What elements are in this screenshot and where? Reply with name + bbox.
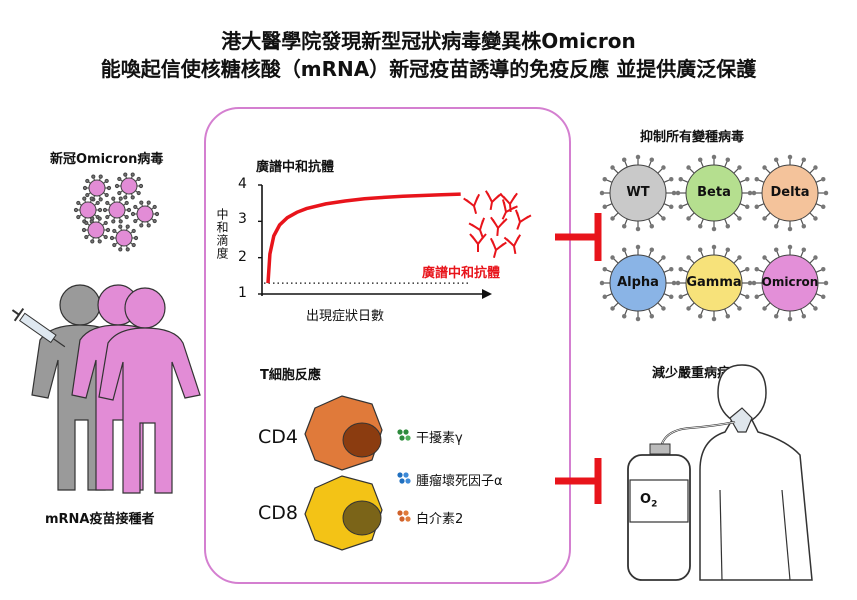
inhibit-symbol-bottom <box>555 458 602 504</box>
x-axis-label: 出現症狀日數 <box>306 309 385 324</box>
omicron-virus-3 <box>102 196 132 224</box>
variant-virus-delta <box>751 154 829 232</box>
y-tick-3: 3 <box>238 211 247 227</box>
tcell-heading: T細胞反應 <box>260 368 321 383</box>
omicron-virus-7 <box>109 224 139 252</box>
variant-label-omicron: Omicron <box>761 275 819 289</box>
omicron-virus-1 <box>82 174 112 202</box>
antibody-red-label: 廣譜中和抗體 <box>422 266 501 281</box>
variant-label-gamma: Gamma <box>686 275 742 290</box>
vaccinee-people-icon <box>11 284 201 494</box>
cytokine-dots-1 <box>397 429 411 441</box>
antibody-icon-5 <box>468 217 486 238</box>
virus-label: 新冠Omicron病毒 <box>50 152 164 167</box>
cytokine-label-1: 干擾素γ <box>416 431 463 446</box>
cd4-cell-icon <box>304 395 383 471</box>
antibody-icon-1 <box>463 193 481 214</box>
cd4-label: CD4 <box>258 426 298 448</box>
antibody-cluster-icon <box>463 190 532 258</box>
antibody-icon-4 <box>514 209 532 230</box>
variant-virus-beta <box>675 154 753 232</box>
center-panel <box>204 107 571 584</box>
variant-label-wt: WT <box>626 185 650 200</box>
variant-label-beta: Beta <box>697 185 731 200</box>
variant-virus-wt <box>599 154 677 232</box>
cytokine-label-3: 白介素2 <box>416 512 464 527</box>
inhibit-symbol-top <box>555 213 602 261</box>
variant-virus-alpha <box>599 244 677 322</box>
antibody-heading: 廣譜中和抗體 <box>256 160 335 175</box>
y-tick-2: 2 <box>238 249 247 265</box>
variant-virus-gamma <box>675 244 753 322</box>
omicron-virus-6 <box>81 216 111 244</box>
vaccinee-label: mRNA疫苗接種者 <box>45 512 155 527</box>
cd8-label: CD8 <box>258 502 298 524</box>
antibody-icon-9 <box>469 233 487 252</box>
cytokine-dots-3 <box>397 510 411 522</box>
oxygen-label: O2 <box>640 492 658 510</box>
antibody-icon-2 <box>484 190 503 211</box>
antibody-icon-6 <box>490 216 508 237</box>
y-tick-1: 1 <box>238 285 247 301</box>
omicron-virus-4 <box>73 196 103 224</box>
titer-curve <box>266 192 461 284</box>
antibody-icon-3 <box>500 192 518 213</box>
cytokine-dots-2 <box>397 472 411 484</box>
omicron-virus-5 <box>130 200 160 228</box>
y-axis-label: 中和滴度 <box>215 208 229 260</box>
cytokine-label-2: 腫瘤壞死因子α <box>416 474 503 489</box>
omicron-virus-2 <box>114 172 144 200</box>
x-axis-arrow <box>482 289 492 299</box>
y-tick-4: 4 <box>238 176 247 192</box>
omicron-virus-cluster <box>73 172 160 252</box>
variant-label-delta: Delta <box>770 185 810 200</box>
title-line-2: 能喚起信使核糖核酸（mRNA）新冠疫苗誘導的免疫反應 並提供廣泛保護 <box>100 57 757 81</box>
patient-oxygen-icon <box>627 364 813 581</box>
variant-virus-omicron <box>751 244 829 322</box>
variants-heading: 抑制所有變種病毒 <box>640 130 745 145</box>
variant-label-alpha: Alpha <box>617 275 659 290</box>
severity-heading: 減少嚴重病症 <box>652 366 731 381</box>
neutralization-chart <box>258 184 492 299</box>
title-line-1: 港大醫學院發現新型冠狀病毒變異株Omicron <box>221 29 636 53</box>
cd8-cell-icon <box>304 475 383 551</box>
antibody-icon-10 <box>501 199 518 220</box>
antibody-icon-7 <box>503 234 522 255</box>
antibody-icon-8 <box>489 237 507 258</box>
